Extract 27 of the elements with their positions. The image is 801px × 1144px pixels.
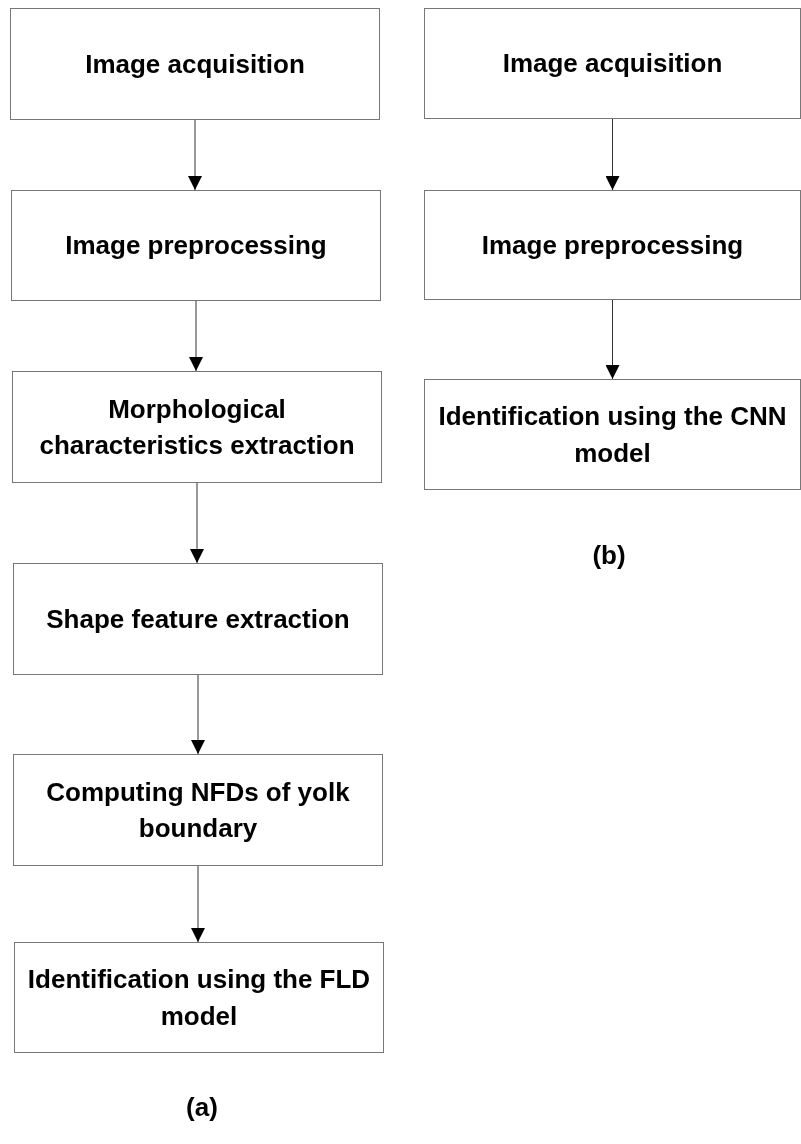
step-label: Image acquisition — [85, 47, 305, 81]
arrow — [188, 119, 202, 191]
process-box — [12, 371, 382, 483]
step-label: Image preprocessing — [481, 228, 744, 262]
step-label: Image preprocessing — [65, 229, 327, 263]
step-label: Identification using the FLD model — [26, 963, 372, 1033]
process-box — [10, 8, 380, 120]
process-box — [14, 942, 384, 1053]
process-box — [424, 379, 801, 490]
arrow — [605, 299, 620, 380]
step-label: Shape feature extraction — [46, 602, 350, 636]
process-box — [13, 754, 383, 866]
step-label: Image acquisition — [502, 47, 723, 81]
arrow — [605, 118, 620, 191]
process-box — [11, 190, 381, 301]
arrow — [191, 674, 205, 755]
arrow — [191, 865, 205, 943]
panel-label: (a) — [186, 1092, 218, 1123]
step-label: Computing NFDs of yolk boundary — [45, 775, 351, 845]
arrow — [189, 300, 203, 372]
panel-label: (b) — [592, 540, 626, 571]
arrow — [190, 482, 204, 564]
process-box — [424, 190, 801, 300]
step-label: Morphological characteristics extraction — [38, 392, 356, 462]
process-box — [424, 8, 801, 119]
step-label: Identification using the CNN model — [437, 400, 788, 470]
process-box — [13, 563, 383, 675]
